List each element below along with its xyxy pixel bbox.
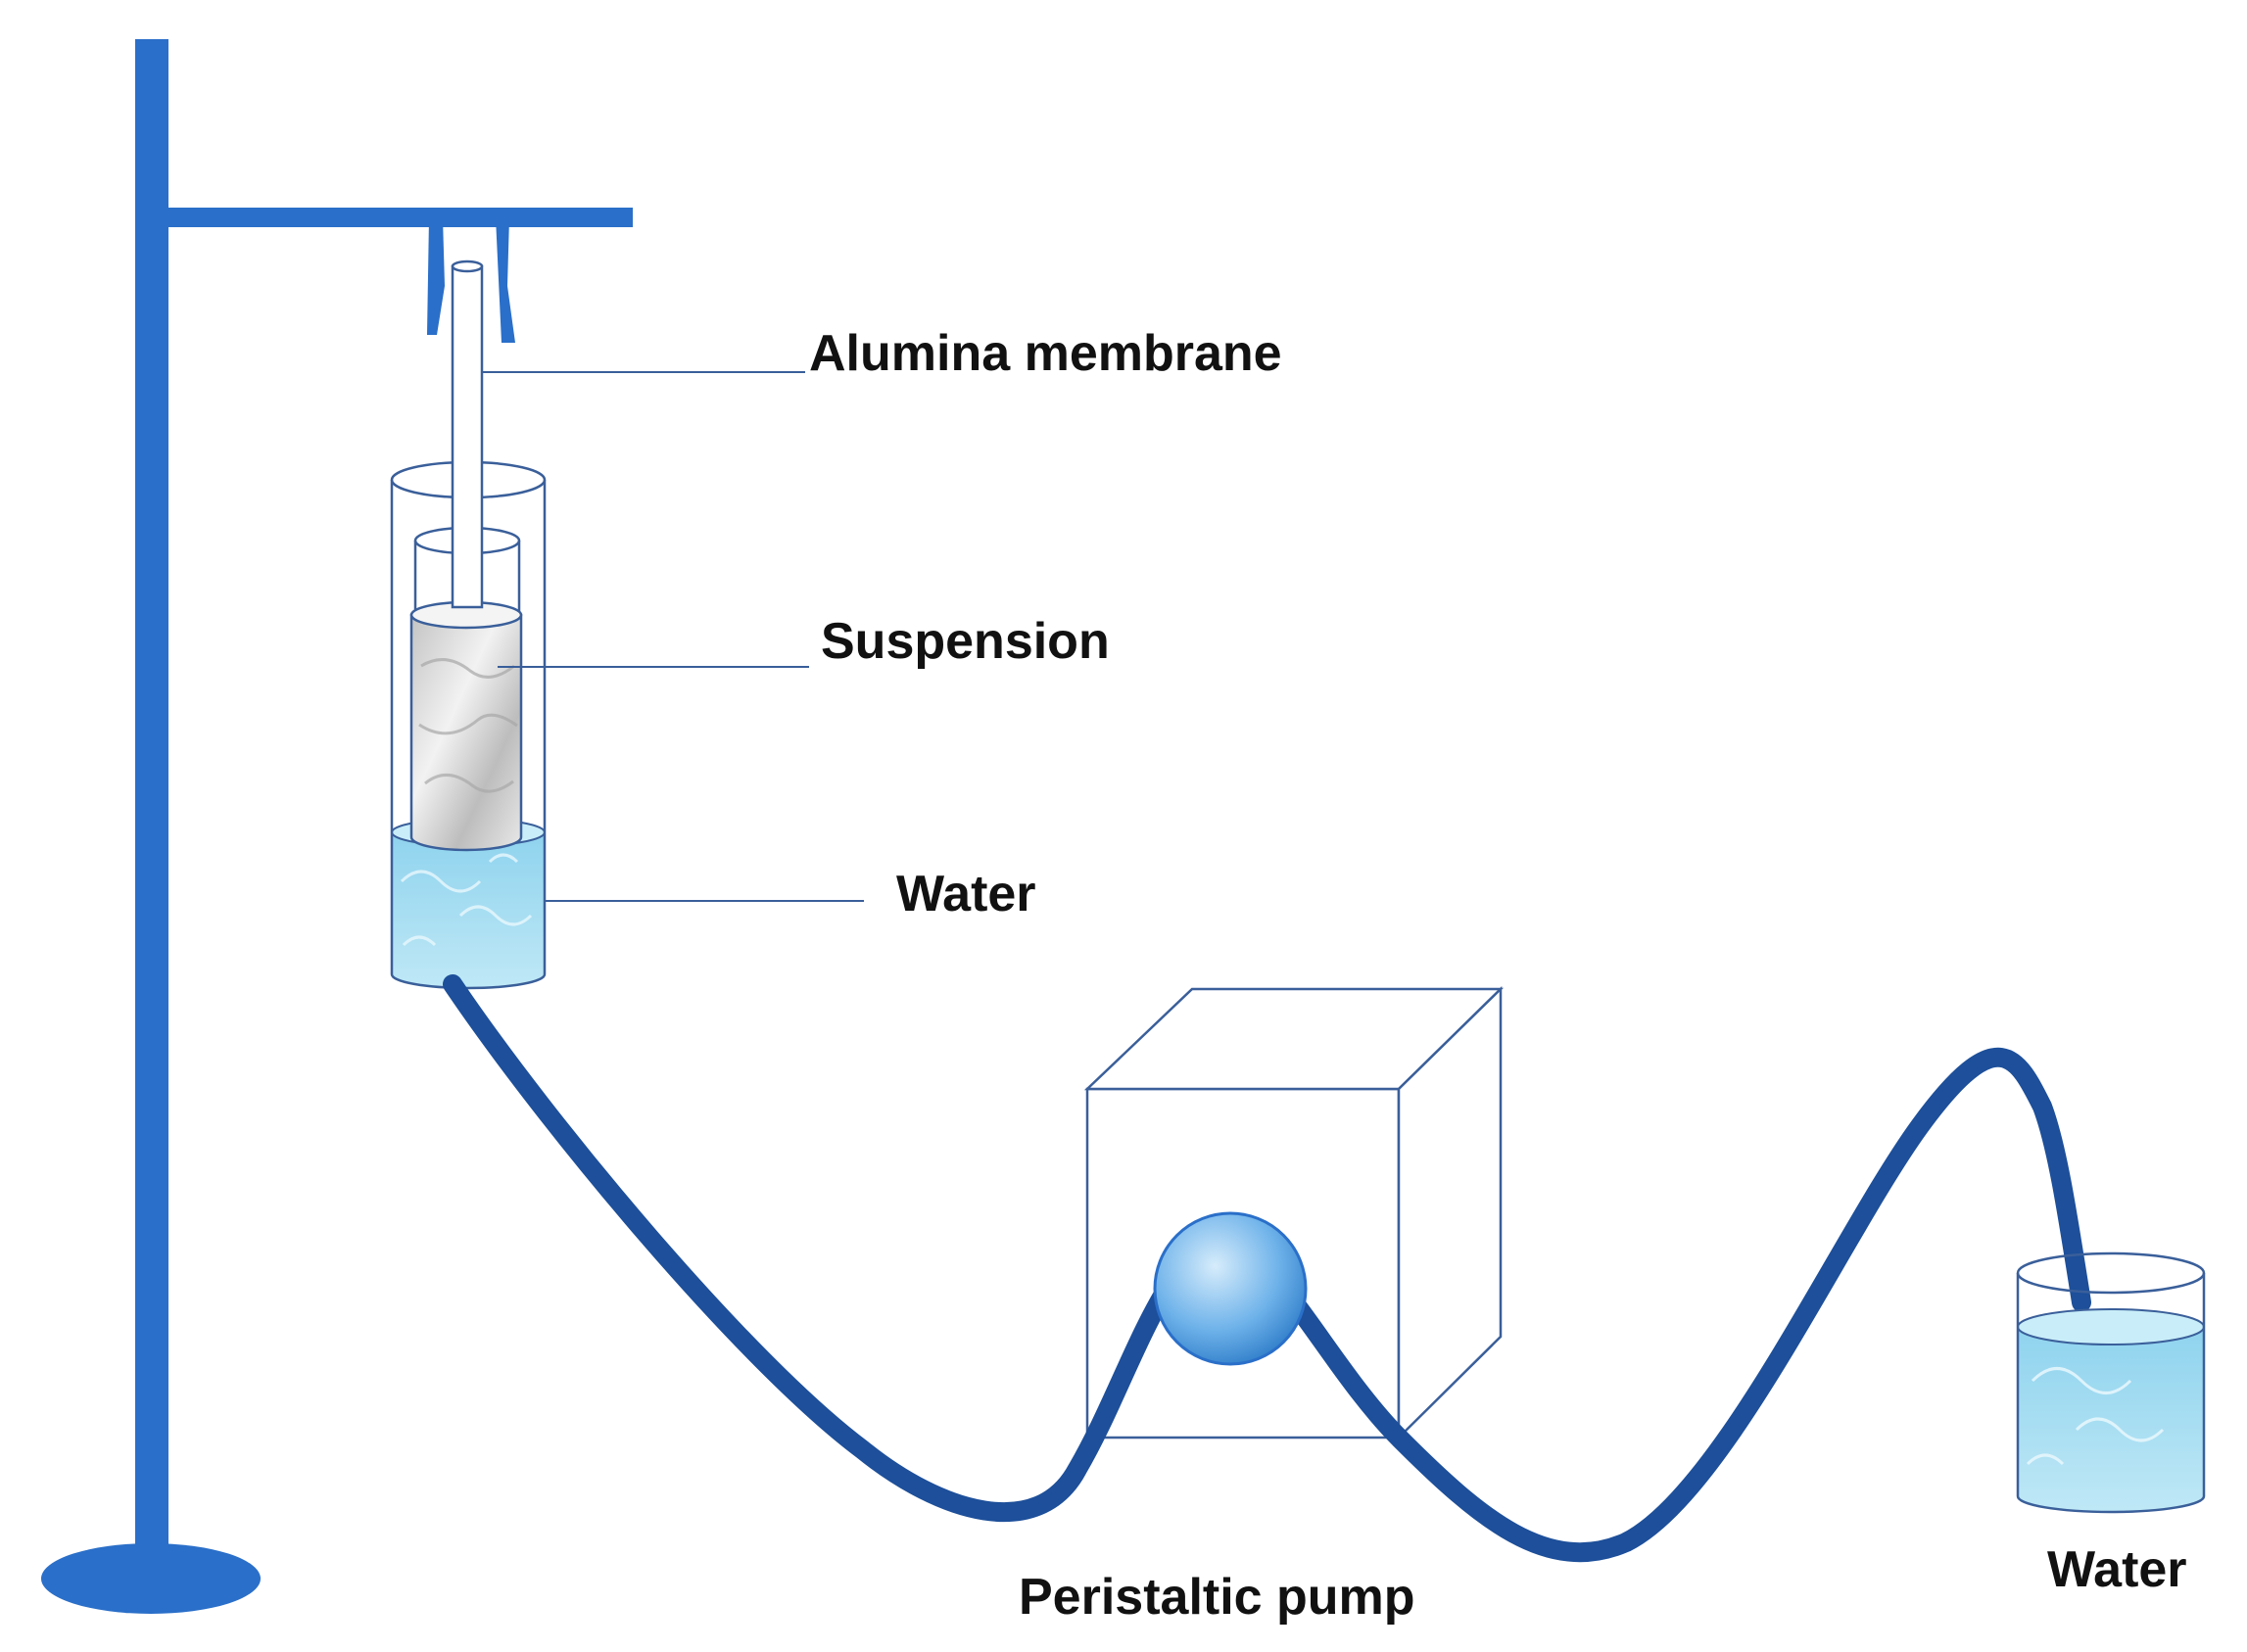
- stand-arm: [151, 208, 633, 227]
- label-suspension: Suspension: [821, 613, 1110, 670]
- beaker-water: [2018, 1327, 2204, 1512]
- label-alumina-membrane: Alumina membrane: [809, 325, 1282, 382]
- outer-column-bottom: [390, 973, 547, 990]
- peristaltic-pump-icon: [1083, 986, 1505, 1440]
- pump-rotor-icon: [1153, 1211, 1308, 1366]
- beaker-water-texture: [2026, 1367, 2165, 1466]
- label-water-column: Water: [896, 866, 1036, 922]
- membrane-rod: [451, 264, 484, 609]
- beaker-rim: [2016, 1251, 2206, 1295]
- clamp-left-finger: [427, 217, 445, 335]
- pump-side-face: [1397, 986, 1503, 1440]
- beaker-water-surface: [2017, 1308, 2205, 1345]
- water-texture: [400, 853, 533, 947]
- suspension-body: [409, 613, 523, 852]
- stand-rod: [135, 39, 168, 1581]
- tubing-icon: [443, 974, 2091, 1563]
- leader-lines: [482, 371, 864, 902]
- membrane-rod-top: [451, 260, 484, 273]
- suspension-texture: [418, 658, 518, 793]
- beaker-icon: [2016, 1251, 2206, 1514]
- beaker-bottom: [2016, 1495, 2206, 1514]
- clamp-right-finger: [496, 217, 515, 343]
- label-peristaltic-pump: Peristaltic pump: [1019, 1569, 1415, 1626]
- inner-tube-icon: [409, 526, 523, 852]
- clamp-icon: [427, 217, 515, 343]
- label-water-beaker: Water: [2047, 1541, 2187, 1598]
- alumina-membrane-icon: [451, 260, 484, 609]
- lab-stand-icon: [41, 39, 633, 1614]
